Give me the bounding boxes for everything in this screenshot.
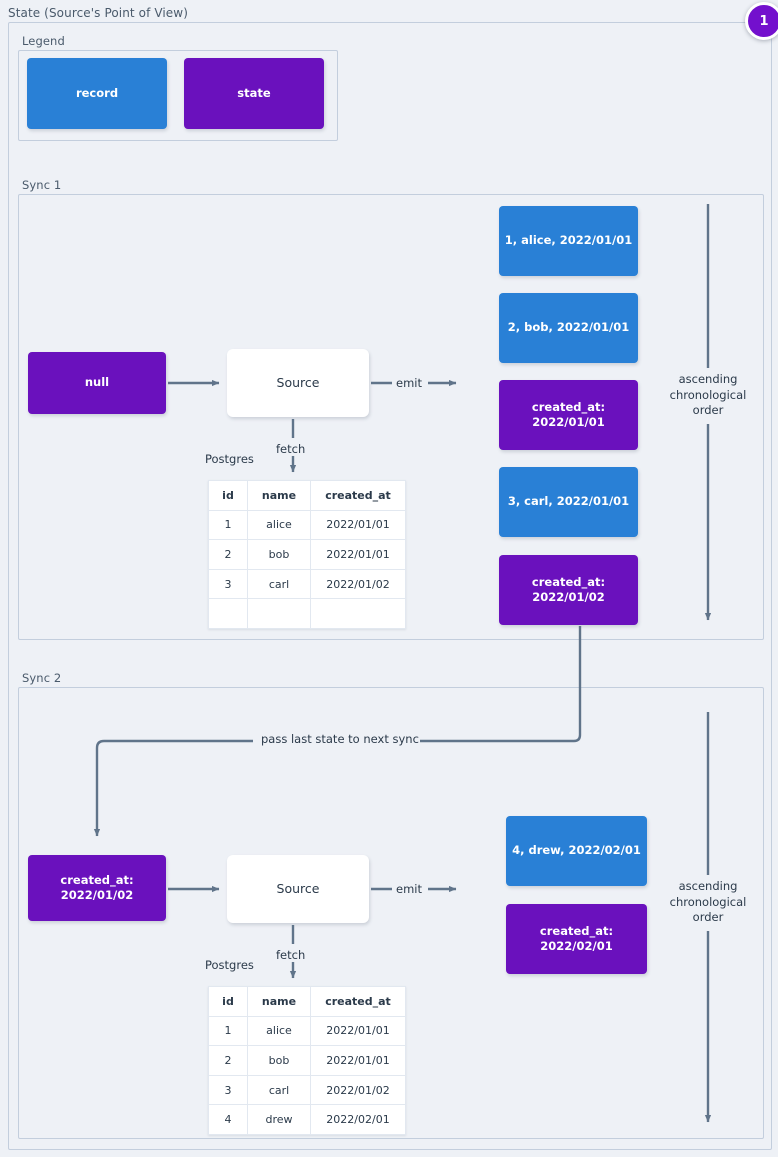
sync1-emit-label: emit bbox=[396, 376, 422, 390]
table-row: 2 bob 2022/01/01 bbox=[208, 1045, 406, 1076]
table-row bbox=[208, 598, 406, 629]
cell-date: 2022/01/02 bbox=[310, 568, 406, 600]
sync1-frame bbox=[18, 194, 764, 640]
sync1-order-label: ascending chronological order bbox=[669, 372, 747, 418]
legend-state-label: state bbox=[237, 85, 271, 100]
cell-name bbox=[247, 598, 311, 629]
table-row: 3 carl 2022/01/02 bbox=[208, 568, 406, 600]
cell-date: 2022/01/01 bbox=[310, 1045, 406, 1076]
cell-date: 2022/01/02 bbox=[310, 1074, 406, 1106]
table-row: 1 alice 2022/01/01 bbox=[208, 509, 406, 541]
sync2-input-state-line-1: created_at: bbox=[60, 872, 134, 887]
stream-line-1: 2, bob, 2022/01/01 bbox=[507, 320, 630, 335]
cell-id: 3 bbox=[208, 568, 248, 600]
table-row: 3 carl 2022/01/02 bbox=[208, 1074, 406, 1106]
table-row: 2 bob 2022/01/01 bbox=[208, 539, 406, 570]
sync2-input-state: created_at: 2022/01/02 bbox=[28, 855, 166, 921]
cell-date: 2022/01/01 bbox=[310, 509, 406, 541]
stream-line-1: created_at: bbox=[531, 574, 606, 589]
sync1-stream-item-1: 2, bob, 2022/01/01 bbox=[499, 293, 638, 363]
table-row: 4 drew 2022/02/01 bbox=[208, 1104, 406, 1135]
cell-id: 2 bbox=[208, 1045, 248, 1076]
table-header-row: id name created_at bbox=[208, 986, 406, 1017]
stream-line-1: 3, carl, 2022/01/01 bbox=[507, 494, 630, 509]
stream-line-1: 4, drew, 2022/02/01 bbox=[512, 843, 641, 858]
cell-id: 4 bbox=[208, 1104, 248, 1135]
legend-state-swatch: state bbox=[184, 58, 324, 129]
sync1-stream-item-3: 3, carl, 2022/01/01 bbox=[499, 467, 638, 537]
sync2-source-label: Source bbox=[276, 880, 320, 896]
cell-id: 1 bbox=[208, 1015, 248, 1047]
sync1-stream-item-2: created_at: 2022/01/01 bbox=[499, 380, 638, 450]
cell-name: drew bbox=[247, 1104, 311, 1135]
sync2-emit-label: emit bbox=[396, 882, 422, 896]
sync2-order-label: ascending chronological order bbox=[669, 879, 747, 925]
step-badge-number: 1 bbox=[759, 13, 769, 29]
sync1-fetch-label: fetch bbox=[276, 442, 306, 456]
cell-date: 2022/02/01 bbox=[310, 1104, 406, 1135]
sync2-stream-item-0: 4, drew, 2022/02/01 bbox=[506, 816, 647, 886]
cell-id: 1 bbox=[208, 509, 248, 541]
legend-label: Legend bbox=[22, 34, 65, 48]
stream-line-2: 2022/02/01 bbox=[540, 939, 613, 953]
sync2-pass-state-label: pass last state to next sync bbox=[257, 732, 423, 746]
page-title: State (Source's Point of View) bbox=[8, 6, 188, 20]
sync2-label: Sync 2 bbox=[22, 671, 62, 685]
sync2-fetch-label: fetch bbox=[276, 948, 306, 962]
sync1-label: Sync 1 bbox=[22, 178, 62, 192]
cell-name: carl bbox=[247, 568, 311, 600]
sync1-col-id: id bbox=[208, 480, 248, 511]
stream-line-2: 2022/01/01 bbox=[532, 415, 605, 429]
step-badge[interactable]: 1 bbox=[745, 2, 778, 40]
stream-line-1: created_at: bbox=[531, 399, 606, 414]
cell-name: alice bbox=[247, 509, 311, 541]
sync1-postgres-table: id name created_at 1 alice 2022/01/01 2 … bbox=[208, 480, 406, 629]
cell-name: carl bbox=[247, 1074, 311, 1106]
sync1-col-date: created_at bbox=[310, 480, 406, 511]
cell-date: 2022/01/01 bbox=[310, 539, 406, 570]
stream-line-1: 1, alice, 2022/01/01 bbox=[504, 233, 633, 248]
cell-name: bob bbox=[247, 1045, 311, 1076]
sync2-source-node: Source bbox=[227, 855, 369, 923]
sync1-stream-item-4: created_at: 2022/01/02 bbox=[499, 555, 638, 625]
cell-date bbox=[310, 598, 406, 629]
sync2-input-state-line-2: 2022/01/02 bbox=[60, 888, 134, 902]
cell-date: 2022/01/01 bbox=[310, 1015, 406, 1047]
cell-id: 2 bbox=[208, 539, 248, 570]
sync2-col-date: created_at bbox=[310, 986, 406, 1017]
stream-line-1: created_at: bbox=[539, 923, 614, 938]
sync2-col-name: name bbox=[247, 986, 311, 1017]
table-row: 1 alice 2022/01/01 bbox=[208, 1015, 406, 1047]
sync2-stream-item-1: created_at: 2022/02/01 bbox=[506, 904, 647, 974]
cell-id: 3 bbox=[208, 1074, 248, 1106]
sync1-input-state-label: null bbox=[84, 375, 110, 390]
sync1-source-node: Source bbox=[227, 349, 369, 417]
legend-record-swatch: record bbox=[27, 58, 167, 129]
sync1-stream-item-0: 1, alice, 2022/01/01 bbox=[499, 206, 638, 276]
sync2-db-label: Postgres bbox=[205, 958, 254, 972]
sync1-db-label: Postgres bbox=[205, 452, 254, 466]
cell-name: bob bbox=[247, 539, 311, 570]
legend-record-label: record bbox=[75, 85, 119, 100]
table-header-row: id name created_at bbox=[208, 480, 406, 511]
sync1-source-label: Source bbox=[276, 374, 320, 390]
sync1-input-state: null bbox=[28, 352, 166, 414]
sync2-postgres-table: id name created_at 1 alice 2022/01/01 2 … bbox=[208, 986, 406, 1135]
sync1-col-name: name bbox=[247, 480, 311, 511]
cell-id bbox=[208, 598, 248, 629]
cell-name: alice bbox=[247, 1015, 311, 1047]
sync2-col-id: id bbox=[208, 986, 248, 1017]
stream-line-2: 2022/01/02 bbox=[532, 590, 605, 604]
